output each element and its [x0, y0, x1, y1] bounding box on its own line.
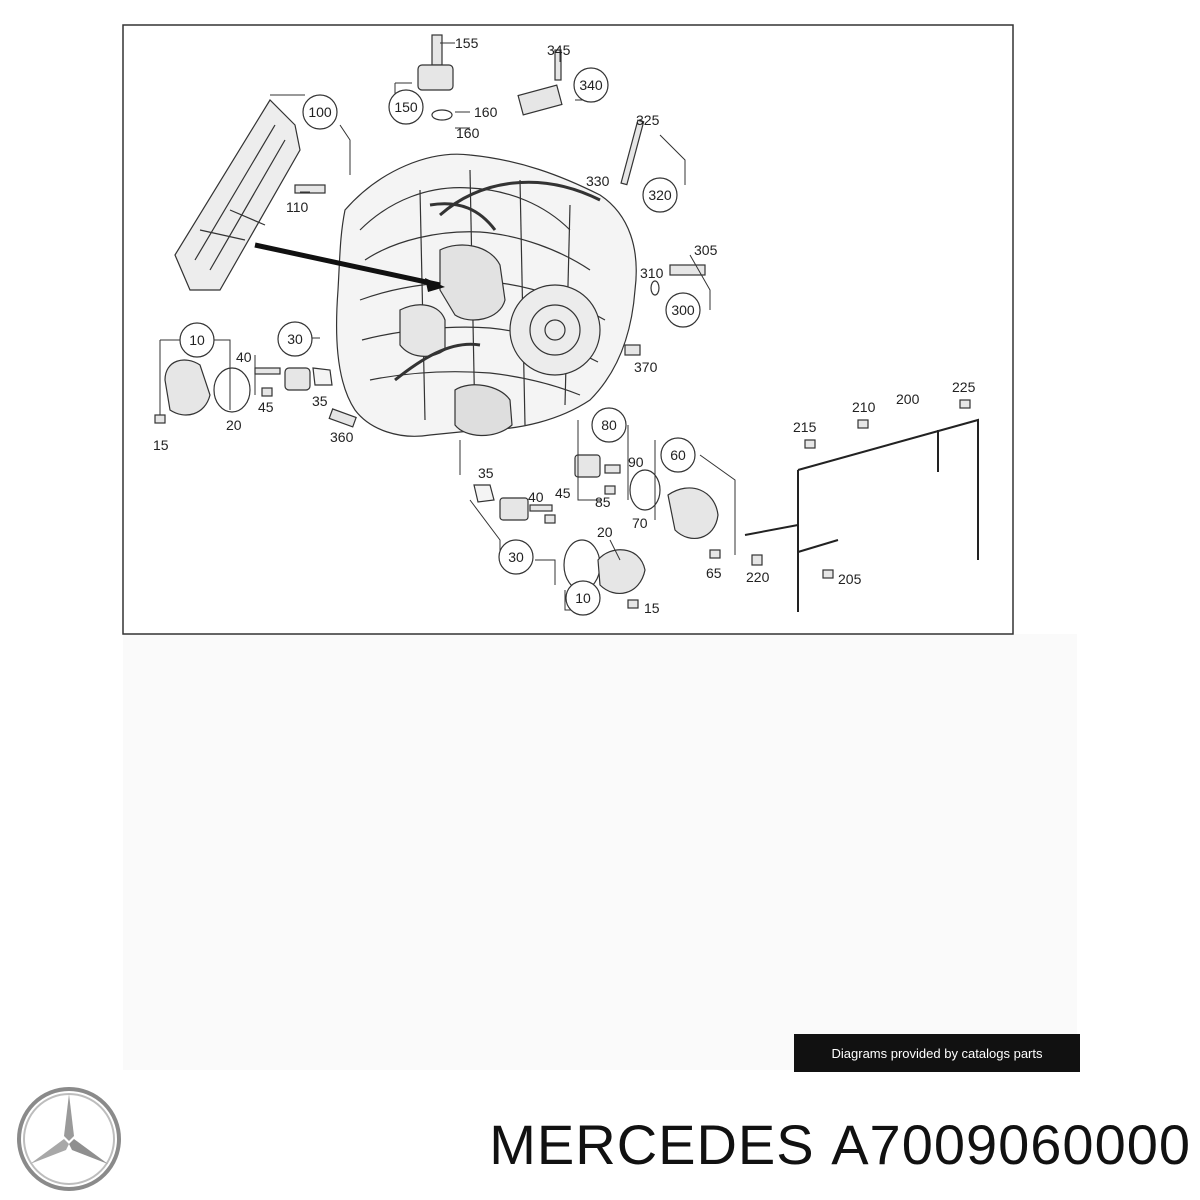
callout-15-bottom: 15 [644, 600, 660, 616]
callout-90: 90 [628, 454, 644, 470]
callout-40-left: 40 [236, 349, 252, 365]
callout-215: 215 [793, 419, 817, 435]
credit-banner: Diagrams provided by catalogs parts [794, 1034, 1080, 1072]
callout-205: 205 [838, 571, 862, 587]
callout-30-bottom: 30 [508, 549, 524, 565]
callout-100: 100 [308, 104, 332, 120]
callout-360: 360 [330, 429, 354, 445]
callout-310: 310 [640, 265, 664, 281]
callout-80: 80 [601, 417, 617, 433]
callout-320: 320 [648, 187, 672, 203]
leader-lines [159, 42, 736, 611]
mercedes-star-icon [17, 1087, 121, 1191]
callout-15-left: 15 [153, 437, 169, 453]
callout-65: 65 [706, 565, 722, 581]
callout-300: 300 [671, 302, 695, 318]
callout-85: 85 [595, 494, 611, 510]
part-number: A7009060000 [831, 1112, 1191, 1176]
callout-150: 150 [394, 99, 418, 115]
callout-110: 110 [286, 199, 309, 215]
callout-20-bottom: 20 [597, 524, 613, 540]
brand-name: MERCEDES [489, 1112, 815, 1176]
callout-60: 60 [670, 447, 686, 463]
valve-body-part [174, 99, 301, 291]
callout-220: 220 [746, 569, 770, 585]
callout-10-bottom: 10 [575, 590, 591, 606]
callout-160a: 160 [474, 104, 498, 120]
callout-10-left: 10 [189, 332, 205, 348]
part-title: MERCEDES A7009060000 [406, 1108, 1191, 1180]
callout-325: 325 [636, 112, 660, 128]
callout-30-left: 30 [287, 331, 303, 347]
callout-340: 340 [579, 77, 603, 93]
callout-circles [179, 67, 701, 616]
callout-35-bottom: 35 [478, 465, 494, 481]
callout-45-bottom: 45 [555, 485, 571, 501]
wiring-harness [744, 418, 979, 612]
callout-155: 155 [455, 35, 479, 51]
background-panel [123, 634, 1077, 1070]
callout-210: 210 [852, 399, 876, 415]
callout-225: 225 [952, 379, 976, 395]
callout-70: 70 [632, 515, 648, 531]
callout-45-left: 45 [258, 399, 274, 415]
callout-305: 305 [694, 242, 718, 258]
callout-20-left: 20 [226, 417, 242, 433]
callout-160b: 160 [456, 125, 480, 141]
callout-labels: 100 150 155 160 160 345 340 325 320 330 … [153, 35, 976, 616]
transmission-drawing [335, 153, 637, 437]
small-parts [154, 34, 971, 609]
pointer-arrow [254, 242, 441, 288]
callout-345: 345 [547, 42, 571, 58]
callout-35-left: 35 [312, 393, 328, 409]
callout-40-bottom: 40 [528, 489, 544, 505]
callout-370: 370 [634, 359, 658, 375]
callout-200: 200 [896, 391, 920, 407]
pointer-arrowhead [425, 278, 445, 292]
callout-330: 330 [586, 173, 610, 189]
